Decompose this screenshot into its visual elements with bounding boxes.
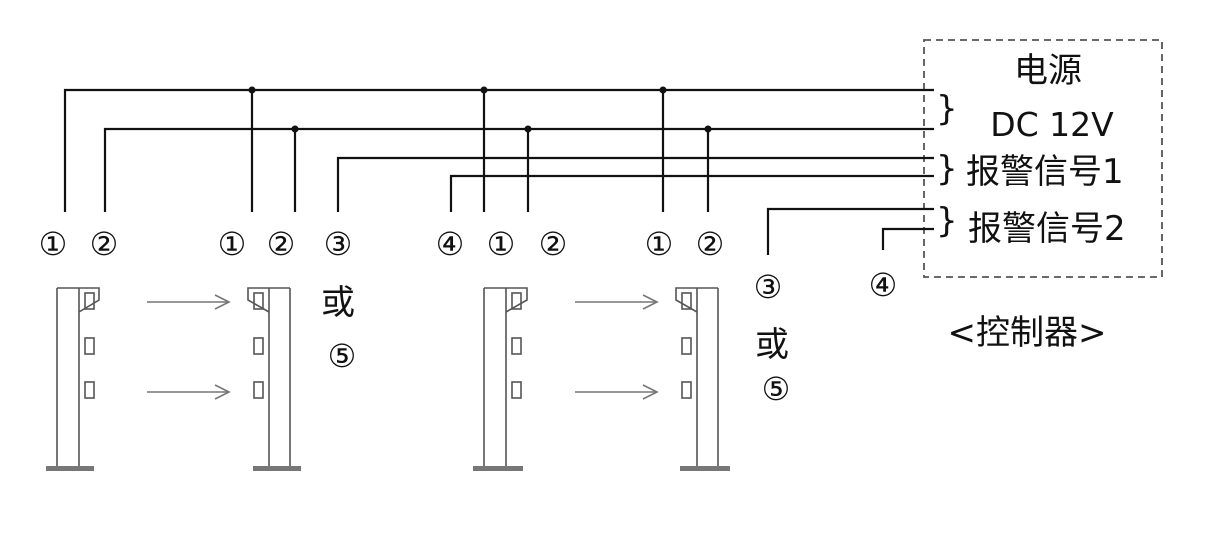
wire-alarm2-b bbox=[881, 227, 934, 250]
terminal-3: ③ bbox=[324, 225, 353, 263]
power-spec: DC 12V bbox=[990, 105, 1114, 144]
sensor-column-transmitter-1 bbox=[46, 287, 100, 471]
terminal-2: ② bbox=[696, 225, 725, 263]
terminal-1: ① bbox=[218, 225, 247, 263]
wire-power-positive bbox=[63, 88, 934, 212]
beam-arrow-icon bbox=[147, 294, 231, 310]
wire-alarm1-a bbox=[336, 156, 934, 212]
junction-dot bbox=[524, 125, 532, 133]
junction-dot bbox=[480, 86, 488, 94]
power-label: 电源 bbox=[1014, 51, 1082, 91]
terminal-4: ④ bbox=[869, 266, 898, 304]
sensor-column-receiver-2 bbox=[675, 287, 730, 471]
terminal-5: ⑤ bbox=[328, 337, 357, 375]
wire-alarm1-b bbox=[449, 174, 934, 212]
wire-power-negative bbox=[103, 127, 934, 212]
terminal-1: ① bbox=[487, 225, 516, 263]
alarm1-label: 报警信号1 bbox=[966, 152, 1124, 192]
terminal-1: ① bbox=[39, 225, 68, 263]
junction-dot bbox=[659, 86, 667, 94]
alarm2-label: 报警信号2 bbox=[968, 209, 1126, 249]
controller-caption: <控制器> bbox=[948, 313, 1107, 353]
brace-alarm2: } bbox=[936, 201, 958, 241]
beam-arrow-icon bbox=[147, 384, 231, 400]
terminal-5: ⑤ bbox=[762, 370, 791, 408]
terminal-3: ③ bbox=[754, 268, 783, 306]
brace-alarm1: } bbox=[936, 149, 958, 189]
brace-power: } bbox=[936, 89, 958, 129]
terminal-2: ② bbox=[539, 225, 568, 263]
junction-dot bbox=[248, 86, 256, 94]
wire-alarm2-a bbox=[766, 207, 934, 255]
junction-dot bbox=[291, 125, 299, 133]
terminal-4: ④ bbox=[436, 225, 465, 263]
terminal-1: ① bbox=[645, 225, 674, 263]
sensor-column-transmitter-2 bbox=[473, 287, 528, 471]
or-word: 或 bbox=[755, 325, 789, 365]
junction-dot bbox=[704, 125, 712, 133]
terminal-2: ② bbox=[90, 225, 119, 263]
or-word: 或 bbox=[321, 283, 355, 323]
sensor-column-receiver-1 bbox=[247, 287, 301, 471]
beam-arrow-icon bbox=[575, 294, 659, 310]
terminal-2: ② bbox=[267, 225, 296, 263]
beam-arrow-icon bbox=[575, 384, 659, 400]
